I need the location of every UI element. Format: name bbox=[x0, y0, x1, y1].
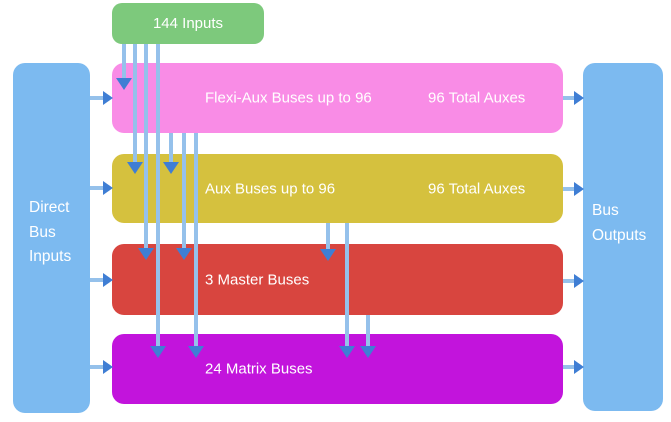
matrix-buses-label: 24 Matrix Buses bbox=[205, 360, 313, 378]
direct-bus-inputs-line2: Bus bbox=[29, 223, 56, 241]
arrow-aux-to-master-head bbox=[320, 249, 336, 261]
arrow-direct-bus-inputs-to-flexi-aux-head bbox=[103, 91, 113, 105]
arrow-flexi-aux-to-aux-head bbox=[163, 162, 179, 174]
arrow-flexi-aux-to-matrix-line bbox=[194, 133, 198, 347]
arrow-flexi-aux-to-master-head bbox=[175, 248, 192, 260]
arrow-inputs-to-aux-line bbox=[132, 44, 137, 163]
arrow-direct-bus-inputs-to-master-line bbox=[90, 278, 104, 282]
arrow-flexi-aux-to-aux-line bbox=[169, 133, 173, 163]
flexi-aux-buses-node: Flexi-Aux Buses up to 96 96 Total Auxes bbox=[112, 63, 563, 133]
arrow-inputs-to-flexi-aux-line bbox=[122, 44, 126, 79]
arrow-flexi-aux-to-master-line bbox=[181, 133, 186, 249]
inputs-label: 144 Inputs bbox=[152, 15, 224, 32]
aux-buses-node: Aux Buses up to 96 96 Total Auxes bbox=[112, 154, 563, 223]
arrow-matrix-to-bus-outputs-line bbox=[563, 365, 575, 369]
arrow-inputs-to-aux-head bbox=[126, 162, 143, 174]
direct-bus-inputs-label: Direct Bus Inputs bbox=[29, 196, 71, 270]
bus-outputs-line2: Outputs bbox=[592, 226, 647, 244]
matrix-buses-node: 24 Matrix Buses bbox=[112, 334, 563, 404]
arrow-inputs-to-master-head bbox=[138, 248, 154, 260]
arrow-direct-bus-inputs-to-matrix-line bbox=[90, 365, 104, 369]
direct-bus-inputs-node: Direct Bus Inputs bbox=[13, 63, 90, 413]
arrow-master-to-matrix-line bbox=[366, 315, 370, 347]
arrow-flexi-aux-to-matrix-head bbox=[188, 346, 204, 358]
bus-outputs-label: Bus Outputs bbox=[592, 199, 646, 248]
arrow-aux-to-bus-outputs-line bbox=[563, 187, 575, 191]
arrow-matrix-to-bus-outputs-head bbox=[574, 360, 584, 374]
arrow-inputs-to-master-line bbox=[144, 44, 148, 249]
arrow-master-to-matrix-head bbox=[360, 346, 376, 358]
inputs-node: 144 Inputs bbox=[112, 3, 264, 44]
arrow-direct-bus-inputs-to-flexi-aux-line bbox=[90, 96, 104, 100]
arrow-direct-bus-inputs-to-master-head bbox=[103, 273, 113, 287]
arrow-aux-to-matrix-head bbox=[339, 346, 355, 358]
arrow-master-to-bus-outputs-head bbox=[574, 274, 584, 288]
aux-buses-label: Aux Buses up to 96 bbox=[205, 180, 336, 197]
arrow-direct-bus-inputs-to-aux-line bbox=[90, 186, 104, 190]
flexi-aux-buses-label: Flexi-Aux Buses up to 96 bbox=[205, 89, 372, 107]
master-buses-label: 3 Master Buses bbox=[205, 271, 310, 288]
arrow-aux-to-bus-outputs-head bbox=[574, 182, 584, 196]
direct-bus-inputs-line1: Direct bbox=[29, 199, 70, 216]
flexi-aux-total-label: 96 Total Auxes bbox=[428, 89, 526, 107]
arrow-direct-bus-inputs-to-aux-head bbox=[103, 181, 113, 195]
aux-total-label: 96 Total Auxes bbox=[428, 180, 526, 197]
arrow-master-to-bus-outputs-line bbox=[563, 279, 575, 283]
arrow-aux-to-matrix-line bbox=[345, 223, 349, 347]
direct-bus-inputs-line3: Inputs bbox=[29, 248, 72, 265]
arrow-flexi-aux-to-bus-outputs-head bbox=[574, 91, 584, 105]
arrow-inputs-to-matrix-line bbox=[155, 44, 160, 347]
bus-outputs-line1: Bus bbox=[592, 202, 619, 219]
arrow-inputs-to-matrix-head bbox=[149, 346, 166, 358]
arrow-aux-to-master-line bbox=[326, 223, 330, 250]
bus-outputs-node: Bus Outputs bbox=[583, 63, 663, 411]
arrow-inputs-to-flexi-aux-head bbox=[116, 78, 132, 90]
arrow-direct-bus-inputs-to-matrix-head bbox=[103, 360, 113, 374]
arrow-flexi-aux-to-bus-outputs-line bbox=[563, 96, 575, 100]
